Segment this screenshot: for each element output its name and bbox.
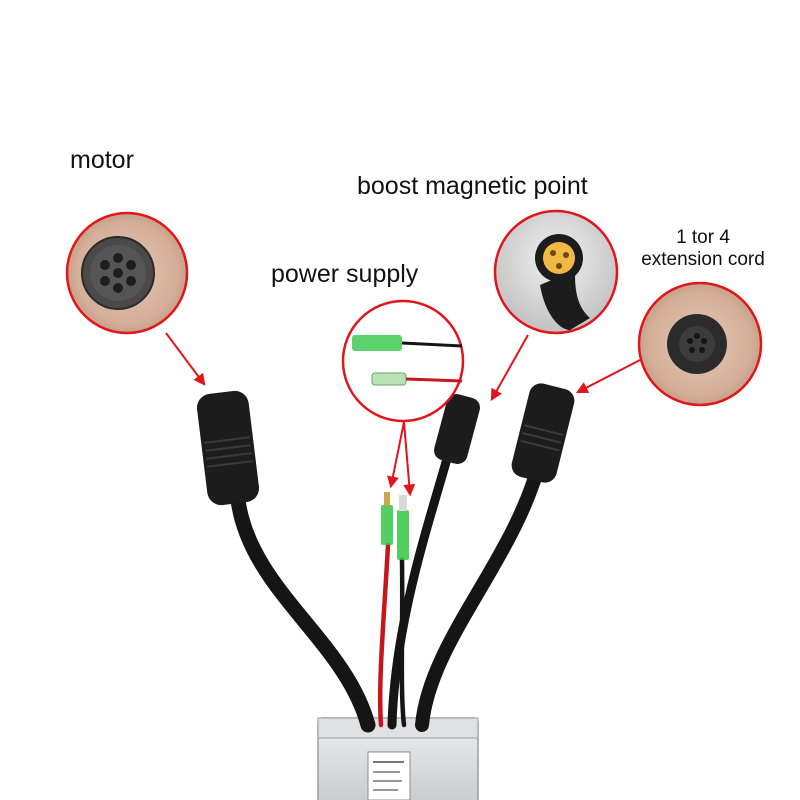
extension-arrow xyxy=(575,359,641,394)
motor-arrow xyxy=(165,332,206,386)
power-supply-label: power supply xyxy=(271,260,419,288)
boost-cable xyxy=(387,450,453,730)
motor-cable xyxy=(230,492,376,733)
extension-cord-label: 1 tor 4 extension cord xyxy=(614,227,792,271)
extension-label-line2: extension cord xyxy=(641,248,765,270)
green-spade-terminal-wires-icon xyxy=(352,335,463,386)
power-black-wire xyxy=(399,557,407,728)
boost-connector xyxy=(434,394,480,464)
power-terminals xyxy=(381,492,409,560)
extension-label-line1: 1 tor 4 xyxy=(676,227,730,248)
extension-cable xyxy=(415,453,547,732)
extension-connector xyxy=(511,383,575,483)
3-pin-yellow-insert-connector-icon xyxy=(535,234,590,330)
power-callout xyxy=(341,299,465,423)
motor-callout xyxy=(65,211,189,335)
extension-callout xyxy=(637,281,763,407)
motor-connector xyxy=(196,390,260,506)
callout-arrows xyxy=(165,332,641,497)
power-red-wire xyxy=(377,542,391,728)
controller-box xyxy=(317,717,479,800)
boost-arrow xyxy=(490,334,529,402)
power-arrow-right xyxy=(403,421,416,497)
motor-label: motor xyxy=(70,146,134,174)
cable-bundle xyxy=(230,450,547,733)
power-arrow-left xyxy=(387,421,405,489)
boost-callout xyxy=(493,209,619,335)
boost-magnetic-point-label: boost magnetic point xyxy=(357,172,588,200)
